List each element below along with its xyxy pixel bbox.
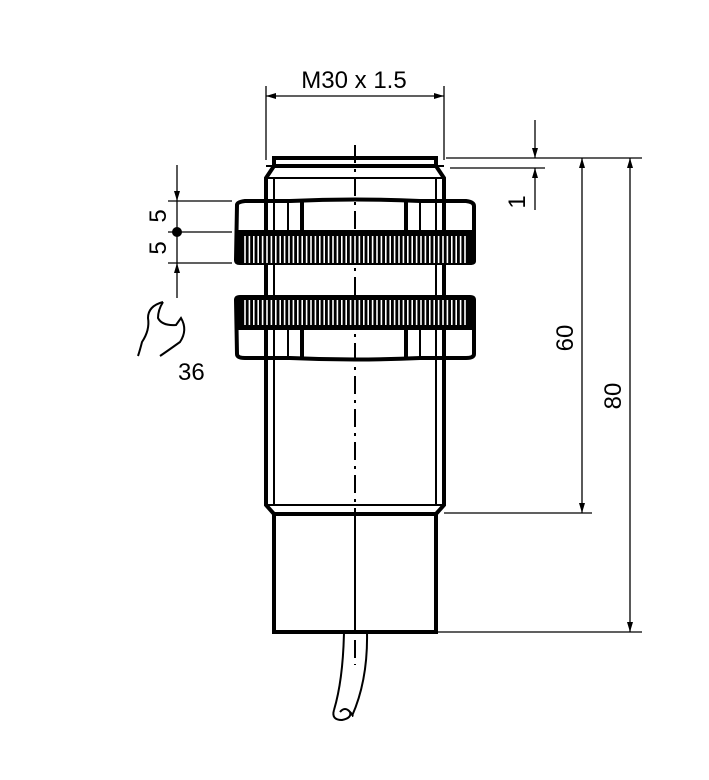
thread-length-label: 60 <box>552 325 579 352</box>
thread-dimension: M30 x 1.5 <box>265 67 445 160</box>
wrench-size-label: 36 <box>178 359 205 386</box>
knurl-pattern <box>244 300 466 325</box>
lower-nut <box>233 295 476 362</box>
thread-length-dimension: 60 <box>444 158 592 514</box>
nut-dimension: 5 5 <box>145 165 232 298</box>
knurl-pattern <box>244 236 466 263</box>
offset-label: 1 <box>504 195 531 208</box>
cable <box>332 631 369 722</box>
total-length-label: 80 <box>600 383 627 410</box>
offset-dimension: 1 <box>446 120 642 210</box>
nut-upper-label: 5 <box>145 209 172 222</box>
upper-nut <box>233 197 476 265</box>
wrench-icon: 36 <box>137 301 205 386</box>
nut-lower-label: 5 <box>145 241 172 254</box>
total-length-dimension: 80 <box>436 158 642 633</box>
thread-label: M30 x 1.5 <box>301 67 406 94</box>
